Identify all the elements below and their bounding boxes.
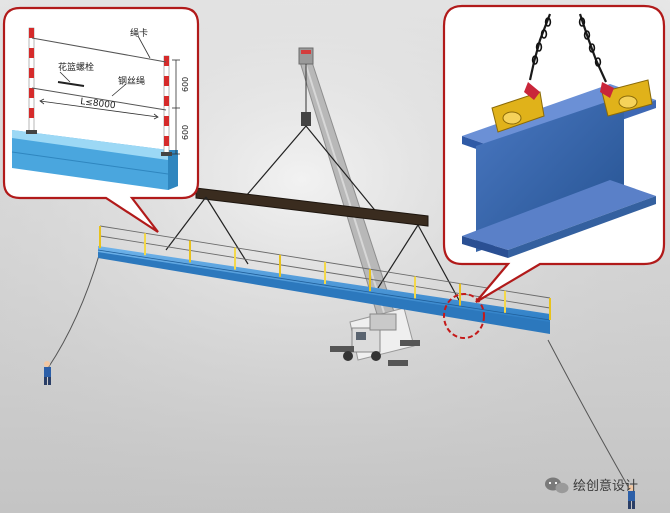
callout-beam	[11, 130, 178, 190]
railing-post	[234, 247, 236, 270]
rigging-upper	[245, 125, 379, 215]
railing-post	[549, 298, 551, 320]
railing-post	[99, 226, 101, 248]
worker-right	[628, 485, 635, 509]
label-turnbuckle: 花篮螺栓	[58, 61, 94, 73]
railing-post	[414, 276, 416, 299]
callout-dimensions	[39, 35, 180, 155]
callout-post-left	[26, 27, 37, 134]
guide-ropes	[47, 251, 631, 491]
railing-post	[279, 254, 281, 277]
worker-left	[44, 361, 51, 385]
rigging-lower	[165, 196, 461, 303]
dim-upper: 600	[181, 77, 190, 92]
spreader-beam	[195, 187, 429, 227]
right-beam-clamp	[600, 79, 653, 117]
watermark-text: 绘创意设计	[573, 478, 638, 494]
railing-post	[324, 262, 326, 284]
callout-post-right	[161, 55, 172, 156]
railing-post	[504, 290, 506, 313]
crane-body	[330, 307, 420, 366]
right-callout	[442, 4, 666, 303]
railing-post	[144, 233, 146, 256]
detail-highlight-circle	[443, 293, 485, 339]
railing-post	[189, 240, 191, 263]
railing-post	[459, 283, 461, 306]
callout-wire-ropes	[31, 37, 167, 111]
left-callout: 绳卡 花篮螺栓 钢丝绳 L≤8000 600 600	[2, 6, 200, 233]
watermark: 绘创意设计	[545, 477, 638, 494]
railing-posts	[99, 226, 551, 320]
crane	[298, 47, 420, 366]
label-wire-rope: 钢丝绳	[118, 75, 145, 87]
label-rope-clip: 绳卡	[130, 27, 148, 39]
dim-lower: 600	[181, 125, 190, 140]
left-beam-clamp	[491, 82, 545, 133]
i-beam	[462, 84, 656, 258]
label-span: L≤8000	[80, 97, 117, 111]
hook-block	[301, 112, 311, 126]
wechat-icon	[545, 477, 569, 494]
railing-post	[369, 269, 371, 292]
chain-links	[531, 17, 602, 67]
